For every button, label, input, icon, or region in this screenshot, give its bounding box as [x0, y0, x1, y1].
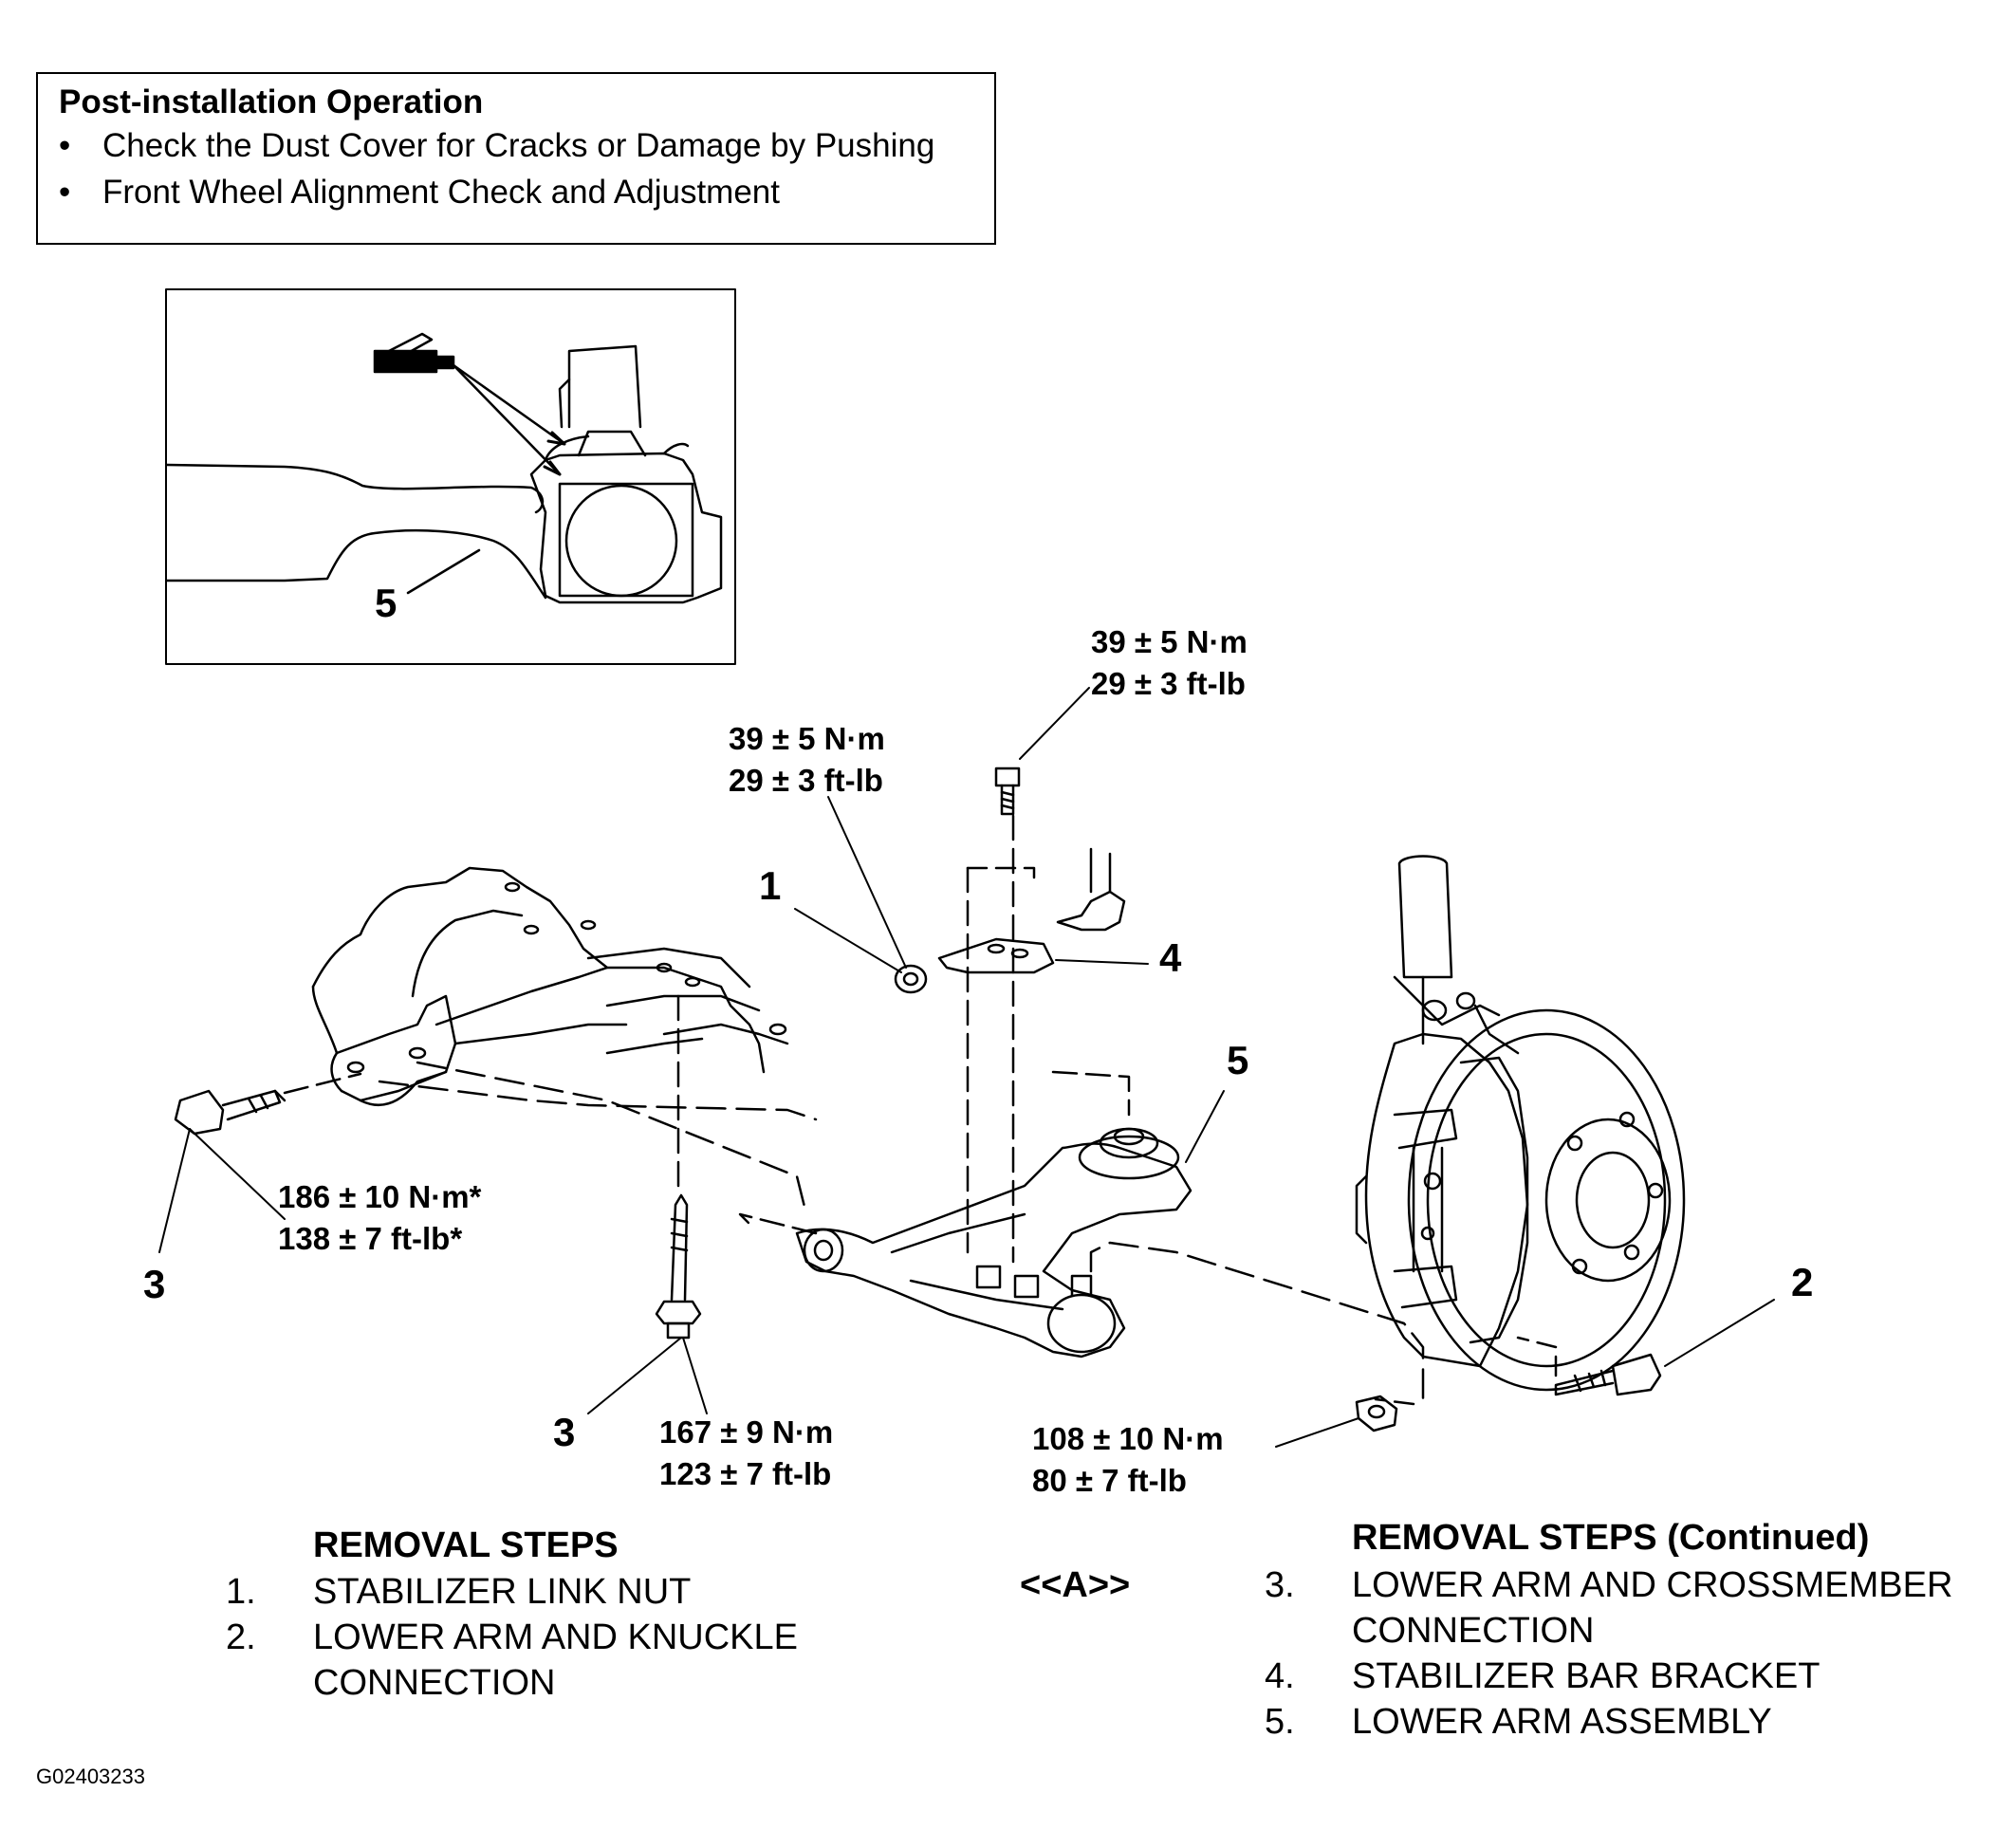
- removal-step-number: 2.: [226, 1617, 256, 1657]
- callout-2-knuckle-bolt: 2: [1791, 1260, 1814, 1304]
- torque-metric: 39 ± 5 N·m: [1091, 624, 1248, 659]
- removal-step-number: 3.: [1265, 1565, 1295, 1605]
- torque-imperial: 80 ± 7 ft-lb: [1032, 1463, 1187, 1498]
- crossmember-drawing: [311, 866, 789, 1107]
- stabilizer-bracket-drawing: [894, 767, 1126, 1264]
- leader-lines: [158, 687, 1775, 1448]
- torque-imperial: 138 ± 7 ft-lb*: [278, 1221, 463, 1256]
- inset-callout-5: 5: [375, 581, 397, 625]
- lower-arm-drawing: [378, 994, 1558, 1406]
- torque-label-link-nut: 39 ± 5 N·m 29 ± 3 ft-lb: [729, 718, 885, 802]
- callout-4-bracket: 4: [1159, 935, 1182, 980]
- knuckle-nut-drawing: [1355, 1395, 1398, 1432]
- post-installation-box: Post-installation Operation • Check the D…: [36, 72, 996, 245]
- torque-metric: 167 ± 9 N·m: [659, 1414, 834, 1450]
- torque-imperial: 29 ± 3 ft-lb: [729, 763, 883, 798]
- removal-step-number: 1.: [226, 1572, 256, 1612]
- torque-metric: 108 ± 10 N·m: [1032, 1421, 1224, 1456]
- torque-imperial: 123 ± 7 ft-lb: [659, 1456, 832, 1491]
- post-installation-item: • Front Wheel Alignment Check and Adjustm…: [59, 174, 780, 212]
- removal-step-text: CONNECTION: [1352, 1611, 1595, 1651]
- removal-step-text: STABILIZER BAR BRACKET: [1352, 1656, 1821, 1696]
- removal-step-text: STABILIZER LINK NUT: [313, 1572, 692, 1612]
- post-installation-title: Post-installation Operation: [59, 83, 484, 120]
- torque-imperial: 29 ± 3 ft-lb: [1091, 666, 1246, 701]
- torque-metric: 39 ± 5 N·m: [729, 721, 885, 756]
- knuckle-and-brake-drawing: [1355, 855, 1686, 1392]
- torque-metric: 186 ± 10 N·m*: [278, 1179, 482, 1214]
- removal-step-text: LOWER ARM AND KNUCKLE: [313, 1617, 798, 1657]
- post-installation-item-text: Front Wheel Alignment Check and Adjustme…: [102, 174, 780, 211]
- removal-step-text: LOWER ARM AND CROSSMEMBER: [1352, 1565, 1953, 1605]
- post-installation-item-text: Check the Dust Cover for Cracks or Damag…: [102, 127, 935, 164]
- post-installation-item: • Check the Dust Cover for Cracks or Dama…: [59, 127, 934, 165]
- torque-label-front-bolt: 186 ± 10 N·m* 138 ± 7 ft-lb*: [278, 1176, 481, 1260]
- rear-bolt-drawing: [655, 1193, 702, 1340]
- removal-steps-title: REMOVAL STEPS: [313, 1525, 619, 1565]
- removal-steps-continued-title: REMOVAL STEPS (Continued): [1352, 1518, 1870, 1558]
- inset-ball-joint-drawing: [165, 332, 723, 604]
- removal-step-number: 4.: [1265, 1656, 1295, 1696]
- callout-3-rear-bolt: 3: [553, 1410, 576, 1454]
- removal-step-text: LOWER ARM ASSEMBLY: [1352, 1702, 1772, 1742]
- front-bolt-drawing: [174, 1072, 362, 1136]
- inset-frame: [165, 288, 736, 665]
- torque-label-rear-bolt: 167 ± 9 N·m 123 ± 7 ft-lb: [659, 1412, 833, 1495]
- removal-step-marker: <<A>>: [1020, 1565, 1131, 1605]
- bullet-icon: •: [59, 174, 71, 211]
- figure-id: G02403233: [36, 1765, 145, 1788]
- torque-label-bracket-bolt: 39 ± 5 N·m 29 ± 3 ft-lb: [1091, 621, 1248, 705]
- removal-step-text: CONNECTION: [313, 1663, 556, 1703]
- torque-label-knuckle-nut: 108 ± 10 N·m 80 ± 7 ft-lb: [1032, 1418, 1224, 1502]
- removal-step-number: 5.: [1265, 1702, 1295, 1742]
- knuckle-bolt-drawing: [1554, 1353, 1662, 1396]
- callout-3-front-bolt: 3: [143, 1262, 166, 1306]
- callout-5-lower-arm: 5: [1227, 1038, 1249, 1082]
- bullet-icon: •: [59, 127, 71, 164]
- callout-1-link-nut: 1: [759, 863, 782, 908]
